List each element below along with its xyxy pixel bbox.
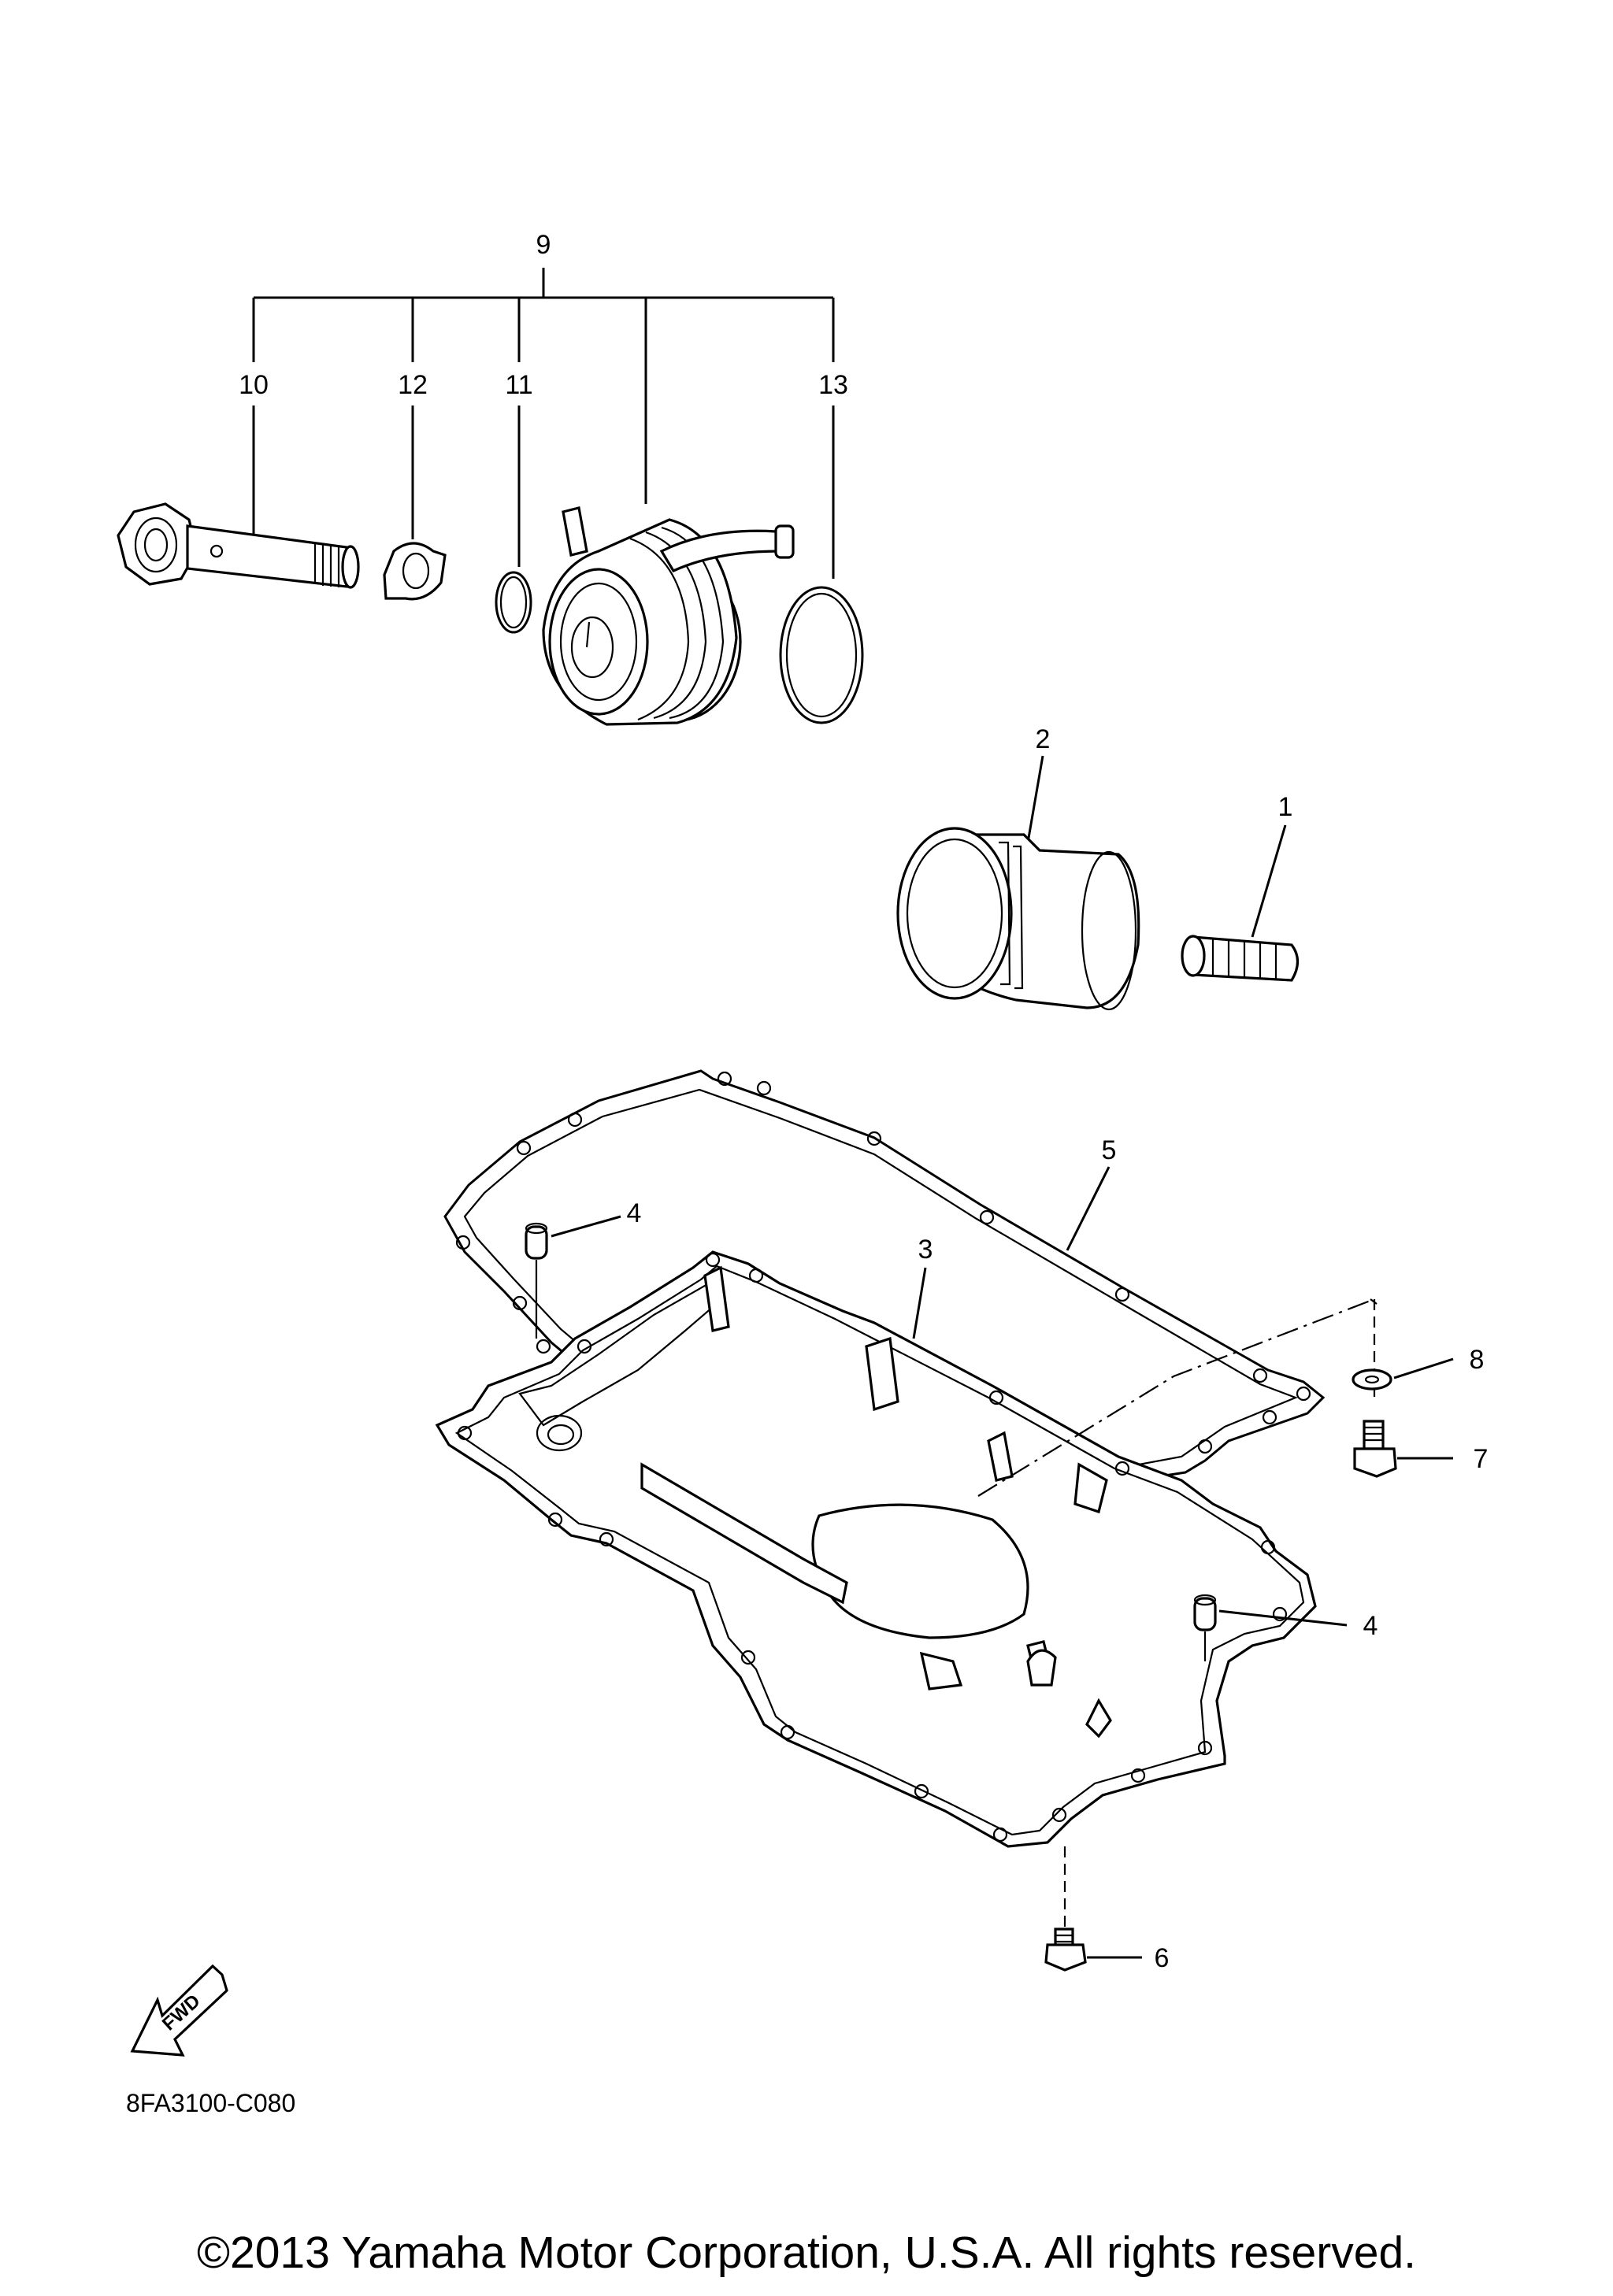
callout-3: 3 xyxy=(918,1235,933,1265)
leader-4a xyxy=(551,1215,621,1238)
oil-cooler-part xyxy=(542,506,795,726)
callout-9: 9 xyxy=(536,230,551,260)
lock-washer-part xyxy=(383,542,447,601)
pan-bolt-part xyxy=(1044,1846,1087,1972)
callout-13: 13 xyxy=(818,370,848,400)
leader-3 xyxy=(912,1267,927,1339)
diagram-code: 8FA3100-C080 xyxy=(126,2089,295,2117)
nipple-part xyxy=(1181,824,1300,982)
callout-8: 8 xyxy=(1470,1345,1485,1375)
callout-12: 12 xyxy=(398,370,428,400)
assembly-lines xyxy=(977,1298,1378,1497)
callout-11: 11 xyxy=(505,370,532,400)
callout-4a: 4 xyxy=(627,1198,642,1228)
leader-4b xyxy=(1218,1609,1348,1627)
oil-filter-part xyxy=(896,755,1140,1011)
callout-tree-9 xyxy=(252,268,835,579)
forward-arrow-icon: FWD xyxy=(130,1964,228,2057)
callout-1: 1 xyxy=(1278,792,1293,822)
union-bolt-part xyxy=(117,502,360,589)
callout-10: 10 xyxy=(239,370,269,400)
callout-5: 5 xyxy=(1102,1135,1117,1165)
washer-part xyxy=(1352,1368,1392,1391)
callout-4b: 4 xyxy=(1363,1611,1378,1641)
leader-5 xyxy=(1066,1166,1111,1251)
o-ring-small-part xyxy=(495,571,532,634)
dowel-pin-lower-part xyxy=(1193,1594,1217,1661)
drain-bolt-part xyxy=(1353,1420,1397,1478)
oil-pan-part xyxy=(435,1250,1317,1848)
callout-2: 2 xyxy=(1036,724,1051,754)
callout-6: 6 xyxy=(1155,1943,1170,1973)
leader-8 xyxy=(1393,1357,1454,1379)
dowel-pin-upper-part xyxy=(525,1222,548,1339)
callout-7: 7 xyxy=(1474,1444,1489,1474)
copyright-notice: ©2013 Yamaha Motor Corporation, U.S.A. A… xyxy=(197,2227,1416,2278)
o-ring-large-part xyxy=(779,586,864,724)
